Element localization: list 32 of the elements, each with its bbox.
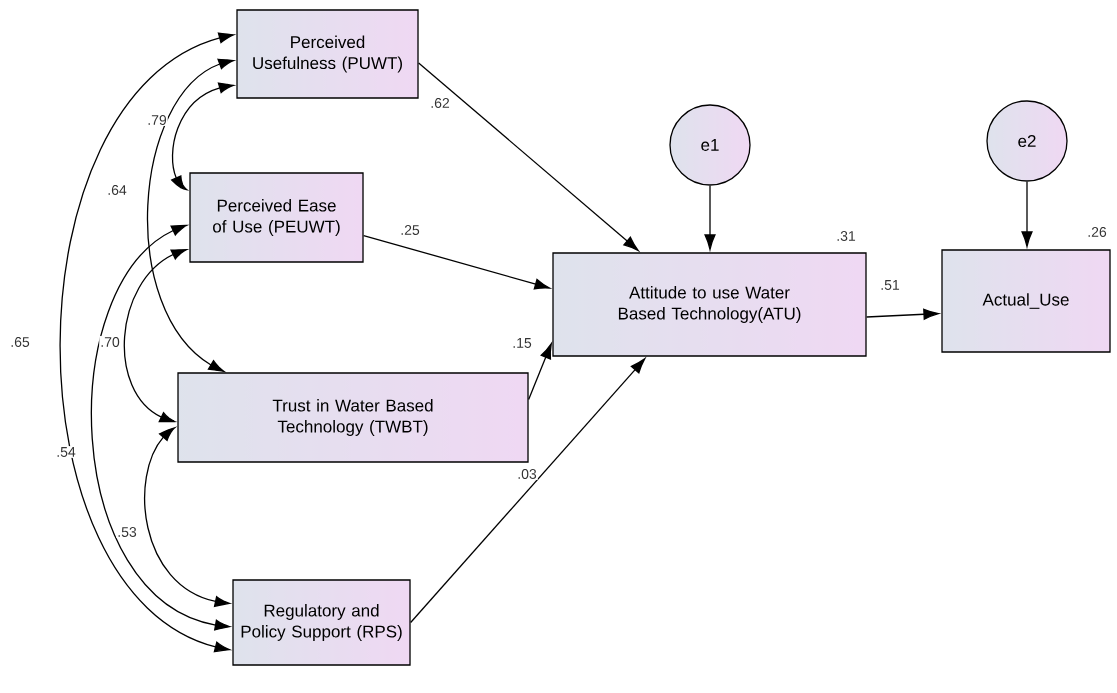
path-arrow: [866, 308, 939, 320]
edge-label: .51: [879, 279, 901, 291]
covariance-arrow: [59, 32, 235, 653]
r-squared-value: .26: [1088, 227, 1107, 237]
covariance-arrow: [144, 427, 230, 607]
covariance-arrow: [171, 82, 234, 191]
variable-box: Actual_Use: [941, 249, 1111, 353]
variable-box: Perceived Ease of Use (PEUWT): [189, 172, 364, 263]
edge-label: .64: [106, 184, 128, 196]
path-arrow: [363, 234, 551, 290]
edge-label: .53: [116, 526, 138, 538]
edge-label: .65: [9, 336, 31, 348]
edge-label: .15: [511, 337, 533, 349]
edge-label: .54: [55, 446, 77, 458]
covariance-arrow: [91, 224, 230, 631]
path-arrow: [528, 343, 552, 401]
edge-label: .03: [516, 468, 538, 480]
path-arrow: [704, 185, 716, 250]
variable-box: Perceived Usefulness (PUWT): [236, 9, 419, 99]
edge-label: .25: [399, 224, 421, 236]
r-squared-value: .31: [837, 231, 856, 241]
edge-label: .62: [429, 97, 451, 109]
edge-label: .70: [99, 336, 121, 348]
variable-box: Trust in Water Based Technology (TWBT): [177, 372, 529, 463]
variable-box: Attitude to use Water Based Technology(ATU): [552, 252, 867, 357]
covariance-arrow: [123, 249, 188, 423]
covariance-arrow: [147, 58, 235, 372]
path-arrow: [418, 62, 639, 252]
variable-box: Regulatory and Policy Support (RPS): [232, 579, 411, 666]
path-arrow: [410, 358, 646, 624]
edge-label: .79: [146, 114, 168, 126]
path-arrow: [1021, 181, 1033, 247]
